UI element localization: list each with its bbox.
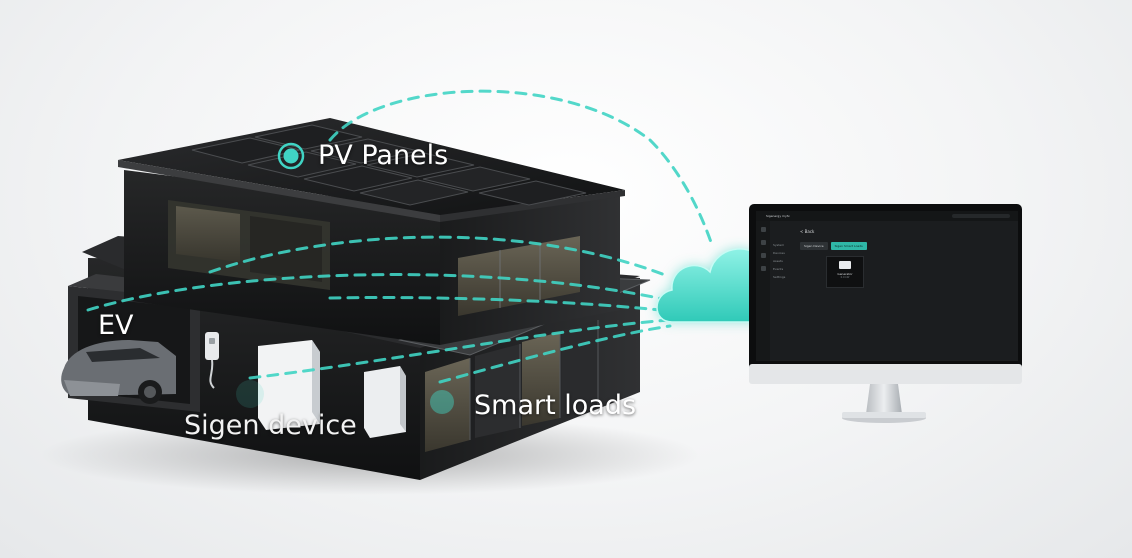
monitor-app-title: Sigenergy mySi — [766, 214, 790, 218]
connection-lines — [86, 89, 782, 384]
link-pv-cloud — [328, 89, 714, 247]
link-sigen-cloud — [248, 318, 670, 380]
generator-icon — [839, 261, 851, 269]
link-upper-cloud — [328, 296, 662, 312]
monitor-card-title: Generator — [837, 272, 853, 276]
loads-marker — [430, 390, 454, 414]
monitor-tab-device: Sigen Device — [800, 242, 828, 250]
monitor-sidebar: System Devices Assets Events Settings — [770, 221, 794, 361]
monitor-search-bar — [952, 214, 1010, 218]
pv-marker — [277, 142, 305, 170]
monitor-side-item: Assets — [773, 259, 783, 263]
monitor-card-subtitle: 0.0 kW — [840, 276, 850, 279]
sigen-marker — [236, 380, 264, 408]
monitor-tabs: Sigen Device Sigen Smart Loads — [800, 242, 1012, 250]
monitor-side-item: Events — [773, 267, 784, 271]
rail-icon — [760, 227, 766, 232]
pv-panels-label: PV Panels — [318, 140, 449, 171]
rail-icon — [760, 266, 766, 271]
rail-icon — [760, 240, 766, 245]
monitor-side-item: Devices — [773, 251, 785, 255]
pv-panel-array — [191, 124, 587, 206]
monitor-main: < Back Sigen Device Sigen Smart Loads Ge… — [794, 221, 1018, 361]
monitor-screen: Sigenergy mySi System Devices Assets Eve… — [756, 211, 1018, 361]
monitor-rail — [756, 221, 770, 361]
monitor-side-item: Settings — [773, 275, 786, 279]
monitor-tab-smart-loads: Sigen Smart Loads — [830, 242, 867, 250]
sigen-device-units — [258, 340, 406, 438]
ev-label: EV — [98, 310, 134, 341]
monitor-topbar: Sigenergy mySi — [756, 211, 1018, 221]
smart-loads-label: Smart loads — [474, 390, 637, 421]
rail-icon — [760, 253, 766, 258]
monitor-side-item: System — [773, 243, 785, 247]
wall-charger — [205, 332, 219, 389]
link-roof-cloud — [208, 235, 667, 277]
link-loads-cloud — [438, 324, 672, 384]
monitor-back-link: < Back — [800, 229, 815, 234]
monitor-device-card: Generator 0.0 kW — [826, 256, 864, 288]
sigen-device-label: Sigen device — [184, 410, 357, 441]
link-ev-cloud — [86, 273, 670, 312]
